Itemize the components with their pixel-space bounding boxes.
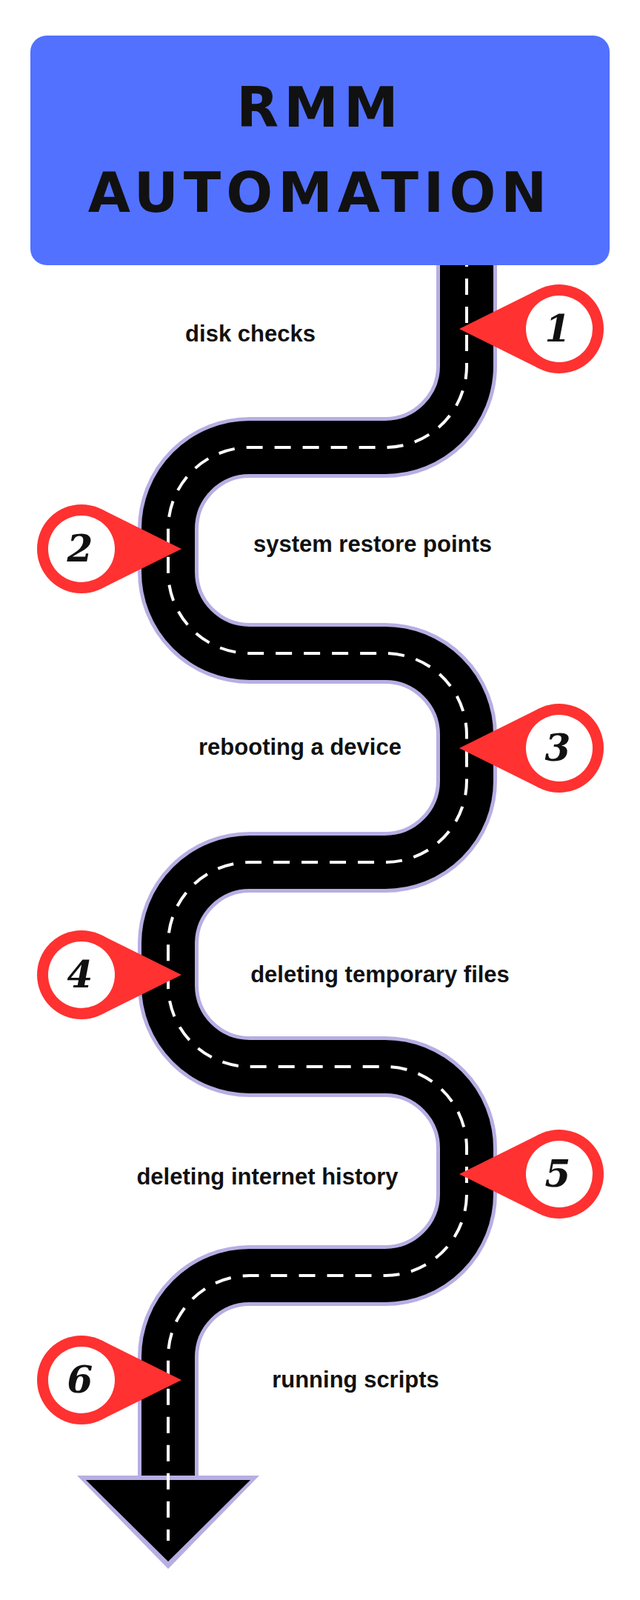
callout-number: 3 — [545, 729, 572, 767]
pin-head — [514, 284, 604, 374]
pin-head — [37, 1335, 126, 1425]
pin-head — [514, 1129, 604, 1219]
road-arrowhead-outline — [77, 1475, 260, 1569]
road-center-dashes — [168, 222, 467, 1541]
pin-face — [48, 515, 115, 583]
callout-number: 4 — [67, 956, 94, 994]
pin-head — [514, 703, 604, 793]
road — [77, 222, 467, 1569]
pin-face — [48, 941, 115, 1009]
step-label: deleting temporary files — [250, 960, 510, 989]
title: RMM AUTOMATION — [75, 65, 565, 235]
title-banner: RMM AUTOMATION — [30, 35, 610, 266]
pin-face — [525, 295, 593, 363]
pin-head — [37, 930, 126, 1020]
callout-number: 6 — [67, 1361, 94, 1399]
step-label: deleting internet history — [136, 1162, 398, 1191]
pin-face — [525, 1140, 593, 1208]
pin-face — [48, 1346, 115, 1414]
callout-number: 1 — [545, 310, 572, 348]
callout-number: 5 — [545, 1155, 572, 1193]
pin-markers — [37, 284, 604, 1425]
callout-number: 2 — [67, 530, 94, 568]
pin-head — [37, 504, 126, 594]
road-outline — [168, 222, 467, 1489]
road-surface — [168, 222, 467, 1489]
road-arrowhead — [85, 1480, 251, 1562]
step-label: running scripts — [271, 1365, 440, 1394]
step-label: system restore points — [253, 530, 492, 558]
step-label: rebooting a device — [198, 733, 402, 761]
step-label: disk checks — [185, 320, 316, 348]
pin-face — [525, 714, 593, 782]
